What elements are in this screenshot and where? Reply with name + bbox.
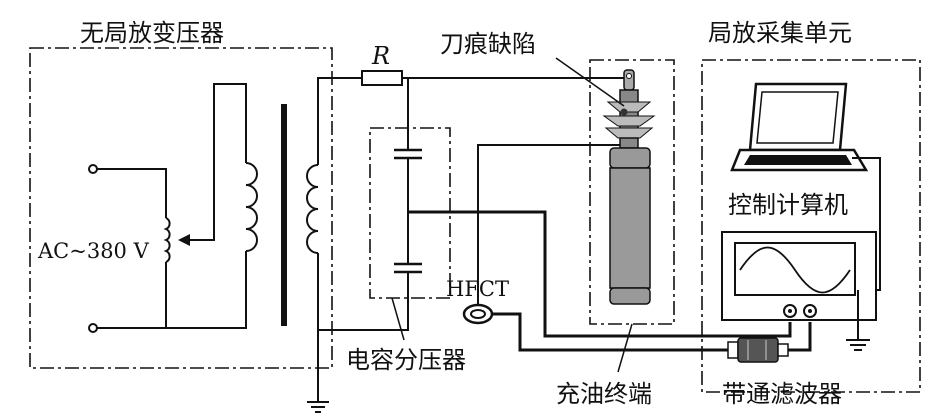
computer-label: 控制计算机 — [728, 191, 848, 219]
resistor-label: R — [371, 42, 390, 70]
filter-label: 带通滤波器 — [722, 380, 842, 408]
oil-filled-termination — [602, 69, 656, 305]
hfct-cable — [492, 312, 728, 352]
filter-output-cable — [788, 322, 812, 352]
defect-label: 刀痕缺陷 — [440, 30, 536, 58]
knife-defect-marker — [620, 108, 628, 116]
ac-source-label: AC~380 V — [37, 239, 150, 263]
secondary-winding — [306, 77, 362, 402]
capacitive-divider — [318, 78, 422, 331]
acquisition-ground — [846, 290, 870, 351]
termination-box — [589, 59, 675, 325]
resistor-symbol — [361, 70, 403, 86]
variac-coil — [163, 217, 190, 263]
termination-label: 充油终端 — [556, 380, 652, 408]
transformer-label: 无局放变压器 — [80, 19, 224, 47]
acquisition-box — [701, 59, 921, 393]
acquisition-device — [721, 231, 877, 321]
ground-symbol — [307, 401, 329, 413]
divider-output-cable — [408, 210, 792, 338]
divider-leader — [391, 297, 405, 341]
hfct-label: HFCT — [446, 277, 509, 301]
bandpass-filter-icon — [727, 337, 789, 363]
divider-label: 电容分压器 — [346, 346, 466, 374]
ground-lead — [477, 144, 628, 305]
primary-winding — [166, 162, 258, 329]
acquisition-label: 局放采集单元 — [708, 19, 852, 47]
termination-leader — [617, 323, 633, 373]
transformer-box — [29, 47, 333, 369]
hfct-sensor — [462, 303, 494, 325]
defect-leader — [555, 57, 625, 107]
variac-wiper-wire — [188, 83, 247, 241]
laptop-icon — [730, 82, 869, 172]
